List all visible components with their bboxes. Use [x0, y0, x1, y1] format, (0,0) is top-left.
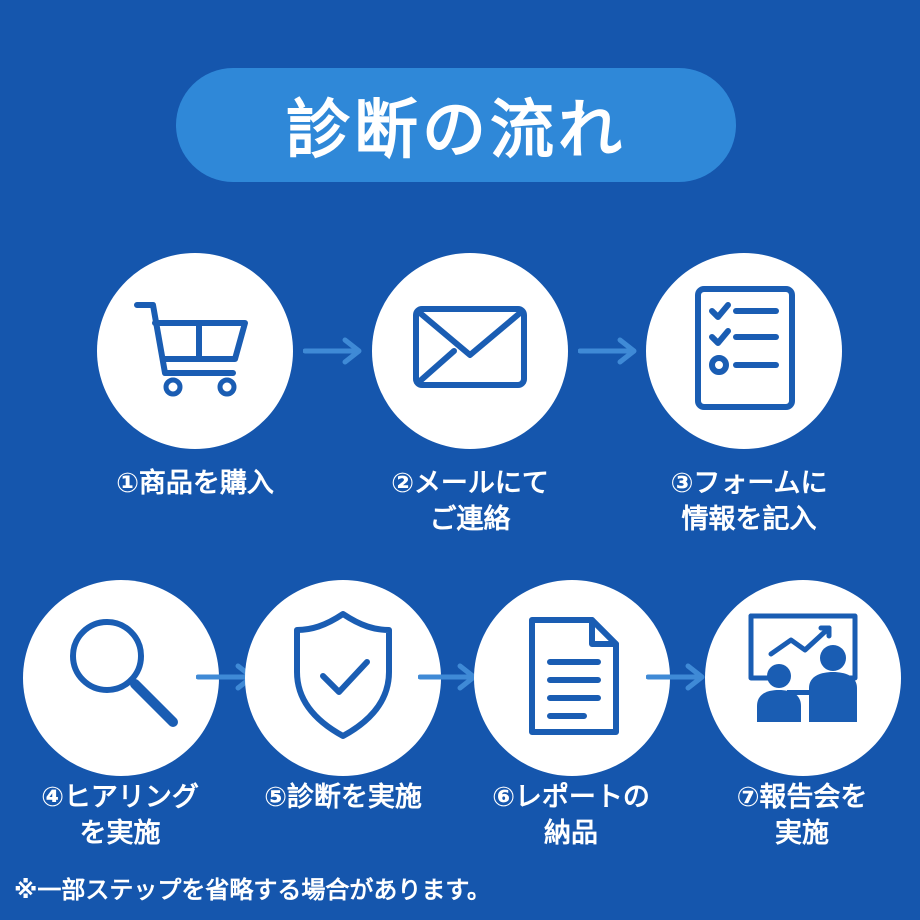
step-4-line2: を実施 [79, 818, 161, 849]
step-6-line2: 納品 [544, 818, 598, 849]
footnote: ※一部ステップを省略する場合があります。 [14, 876, 491, 904]
shopping-cart-icon [134, 302, 248, 397]
step-6-label: ⑥レポートの 納品 [461, 780, 681, 852]
envelope-icon [413, 306, 527, 388]
step-4-circle [23, 580, 219, 776]
step-1-label: ①商品を購入 [80, 466, 310, 502]
step-1-circle [97, 253, 293, 449]
step-7-line2: 実施 [775, 818, 829, 849]
page-title: 診断の流れ [286, 94, 626, 168]
arrow-1-2 [303, 337, 362, 365]
step-6-circle [474, 580, 670, 776]
step-7-line1: ⑦報告会を [736, 782, 868, 813]
magnifier-icon [70, 619, 178, 727]
step-3-line1: ③フォームに [670, 468, 828, 499]
arrow-2-3 [578, 337, 637, 365]
arrow-5-6 [418, 663, 477, 691]
step-1-line1: ①商品を購入 [116, 468, 274, 499]
step-3-line2: 情報を記入 [681, 504, 817, 535]
step-2-line1: ②メールにて [391, 468, 549, 499]
step-7-circle [705, 580, 901, 776]
step-2-line2: ご連絡 [429, 504, 511, 535]
step-5-line1: ⑤診断を実施 [264, 782, 422, 813]
presentation-icon [748, 613, 858, 722]
step-3-circle [646, 253, 842, 449]
arrow-6-7 [646, 663, 705, 691]
step-4-line1: ④ヒアリング [41, 782, 199, 813]
step-6-line1: ⑥レポートの [492, 782, 650, 813]
title-pill: 診断の流れ [176, 68, 736, 182]
step-5-circle [245, 580, 441, 776]
step-7-label: ⑦報告会を 実施 [692, 780, 912, 852]
step-2-circle [372, 253, 568, 449]
document-icon [529, 617, 619, 735]
step-2-label: ②メールにて ご連絡 [355, 466, 585, 538]
checklist-form-icon [695, 286, 795, 410]
shield-check-icon [294, 611, 392, 739]
step-4-label: ④ヒアリング を実施 [10, 780, 230, 852]
step-3-label: ③フォームに 情報を記入 [634, 466, 864, 538]
step-5-label: ⑤診断を実施 [233, 780, 453, 816]
